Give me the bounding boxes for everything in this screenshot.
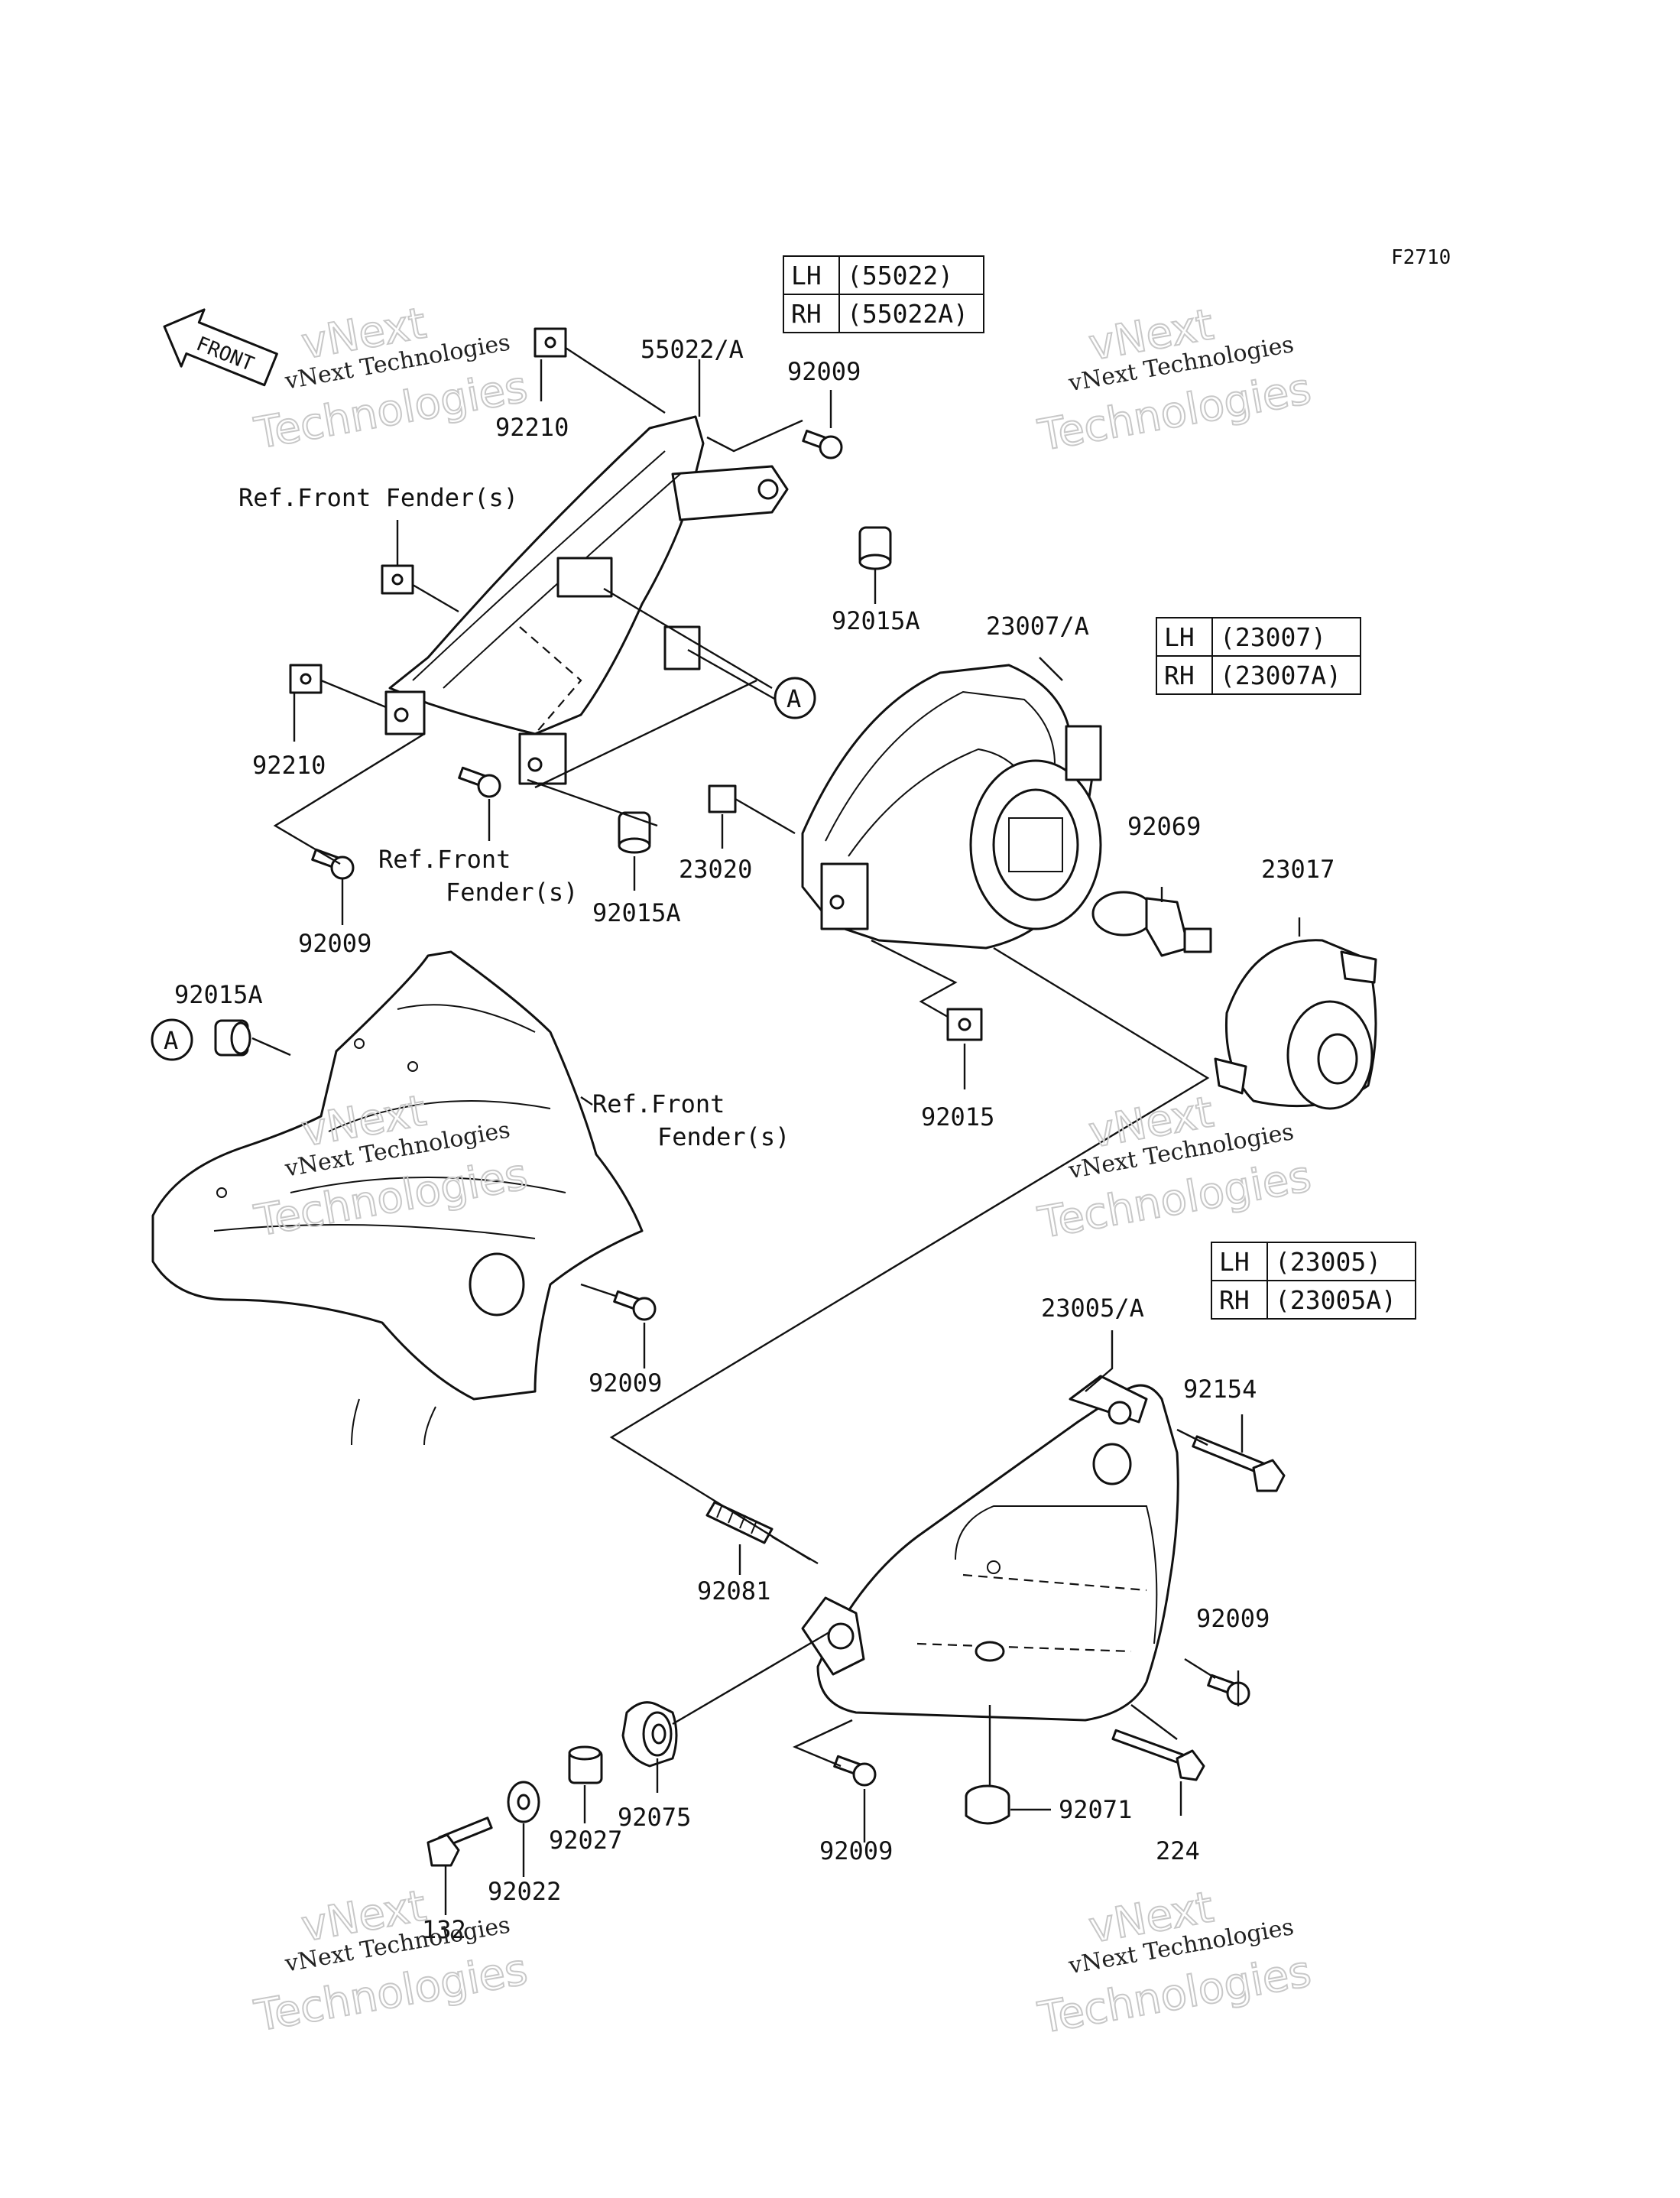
- table-23007-rh-part: (23007A): [1220, 661, 1341, 690]
- spring-92081: [705, 1501, 774, 1544]
- clip-nut-92210-mid: [289, 664, 323, 694]
- svg-text:A: A: [786, 684, 801, 713]
- table-55022-rh-part: (55022A): [847, 299, 968, 329]
- headlight-23007: [801, 664, 1102, 950]
- callout-92081: 92081: [697, 1576, 770, 1605]
- callout-92015A-mid: 92015A: [592, 898, 681, 927]
- clip-nut-92015: [946, 1008, 983, 1041]
- figure-code: F2710: [1391, 246, 1451, 269]
- grommet-92071: [965, 1784, 1010, 1825]
- callout-92009-top: 92009: [787, 357, 861, 386]
- marker-a-right: A: [774, 677, 816, 719]
- callout-55022A: 55022/A: [641, 335, 744, 364]
- callout-92009-fender: 92009: [589, 1368, 662, 1398]
- callout-ref-front-fender-low-2: Fender(s): [657, 1122, 790, 1151]
- callout-ref-front-fender-mid-2: Fender(s): [446, 878, 578, 907]
- clip-nut-ref-top: [381, 564, 414, 595]
- front-fender-ref: [151, 950, 644, 1446]
- callout-23020: 23020: [679, 855, 752, 884]
- nut-23020: [708, 784, 737, 813]
- callout-132: 132: [422, 1915, 466, 1944]
- marker-a-left: A: [151, 1018, 193, 1061]
- washer-92022: [507, 1781, 540, 1823]
- callout-23007A: 23007/A: [986, 612, 1089, 641]
- watermark-top-right: vNext vNext Technologies Technologies: [1033, 299, 1315, 462]
- callout-92009-mid: 92009: [298, 929, 371, 958]
- svg-text:A: A: [164, 1026, 178, 1055]
- table-23005: LH (23005) RH (23005A): [1211, 1242, 1416, 1320]
- bolt-132: [426, 1817, 493, 1867]
- callout-92015: 92015: [921, 1102, 994, 1131]
- table-23005-lh-part: (23005): [1275, 1247, 1381, 1277]
- callout-92210-top: 92210: [495, 413, 569, 442]
- leader-lines: [251, 346, 1301, 1915]
- bulb-92069: [1091, 891, 1212, 957]
- table-55022: LH (55022) RH (55022A): [783, 255, 984, 333]
- table-23007-lh-part: (23007): [1220, 622, 1326, 652]
- table-23007-rh-side: RH: [1164, 661, 1195, 690]
- cover-23017: [1214, 939, 1377, 1110]
- screw-92009-mid: [311, 848, 355, 880]
- callout-224: 224: [1156, 1836, 1200, 1865]
- bolt-224: [1111, 1729, 1205, 1781]
- collar-92015A-top: [858, 526, 892, 570]
- callout-ref-front-fender-mid-1: Ref.Front: [378, 845, 511, 874]
- screw-92009-right: [1207, 1674, 1250, 1706]
- callout-ref-front-fender-top: Ref.Front Fender(s): [238, 483, 518, 512]
- callout-92027: 92027: [549, 1826, 622, 1855]
- callout-92210-mid: 92210: [252, 751, 326, 780]
- table-55022-lh-side: LH: [791, 261, 822, 291]
- callout-92071: 92071: [1059, 1795, 1132, 1824]
- table-55022-rh-side: RH: [791, 299, 822, 329]
- callout-92154: 92154: [1183, 1375, 1257, 1404]
- collar-92027: [568, 1745, 603, 1784]
- watermark-bottom-right: vNext vNext Technologies Technologies: [1033, 1881, 1315, 2044]
- screw-92009-fender: [613, 1290, 657, 1321]
- bracket-55022: [384, 415, 789, 785]
- callout-92075: 92075: [618, 1803, 691, 1832]
- collar-92015A-left: [214, 1019, 251, 1057]
- callout-23017: 23017: [1261, 855, 1335, 884]
- grommet-92075: [621, 1701, 678, 1768]
- collar-92015A-mid: [618, 811, 651, 854]
- callout-92022: 92022: [488, 1877, 561, 1906]
- housing-23005: [801, 1375, 1179, 1722]
- callout-23005A: 23005/A: [1041, 1294, 1144, 1323]
- callout-ref-front-fender-low-1: Ref.Front: [592, 1089, 725, 1118]
- screw-92009-top: [802, 430, 843, 459]
- bolt-92154: [1192, 1435, 1286, 1492]
- table-23005-rh-side: RH: [1219, 1285, 1250, 1315]
- table-55022-lh-part: (55022): [847, 261, 953, 291]
- table-23007: LH (23007) RH (23007A): [1156, 617, 1361, 695]
- callout-92009-right: 92009: [1196, 1604, 1270, 1633]
- callout-92015A-top: 92015A: [832, 606, 920, 635]
- table-23007-lh-side: LH: [1164, 622, 1195, 652]
- callout-92015A-left: 92015A: [174, 980, 263, 1009]
- watermark-top-left: vNext vNext Technologies Technologies: [250, 297, 532, 459]
- front-arrow-icon: FRONT: [163, 308, 278, 387]
- table-23005-rh-part: (23005A): [1275, 1285, 1396, 1315]
- clip-nut-92210-top: [534, 327, 567, 358]
- callout-92009-bottom: 92009: [819, 1836, 893, 1865]
- callout-92069: 92069: [1127, 812, 1201, 841]
- screw-92009-bottom: [833, 1755, 877, 1787]
- table-23005-lh-side: LH: [1219, 1247, 1250, 1277]
- screw-92009-bracket: [458, 766, 501, 798]
